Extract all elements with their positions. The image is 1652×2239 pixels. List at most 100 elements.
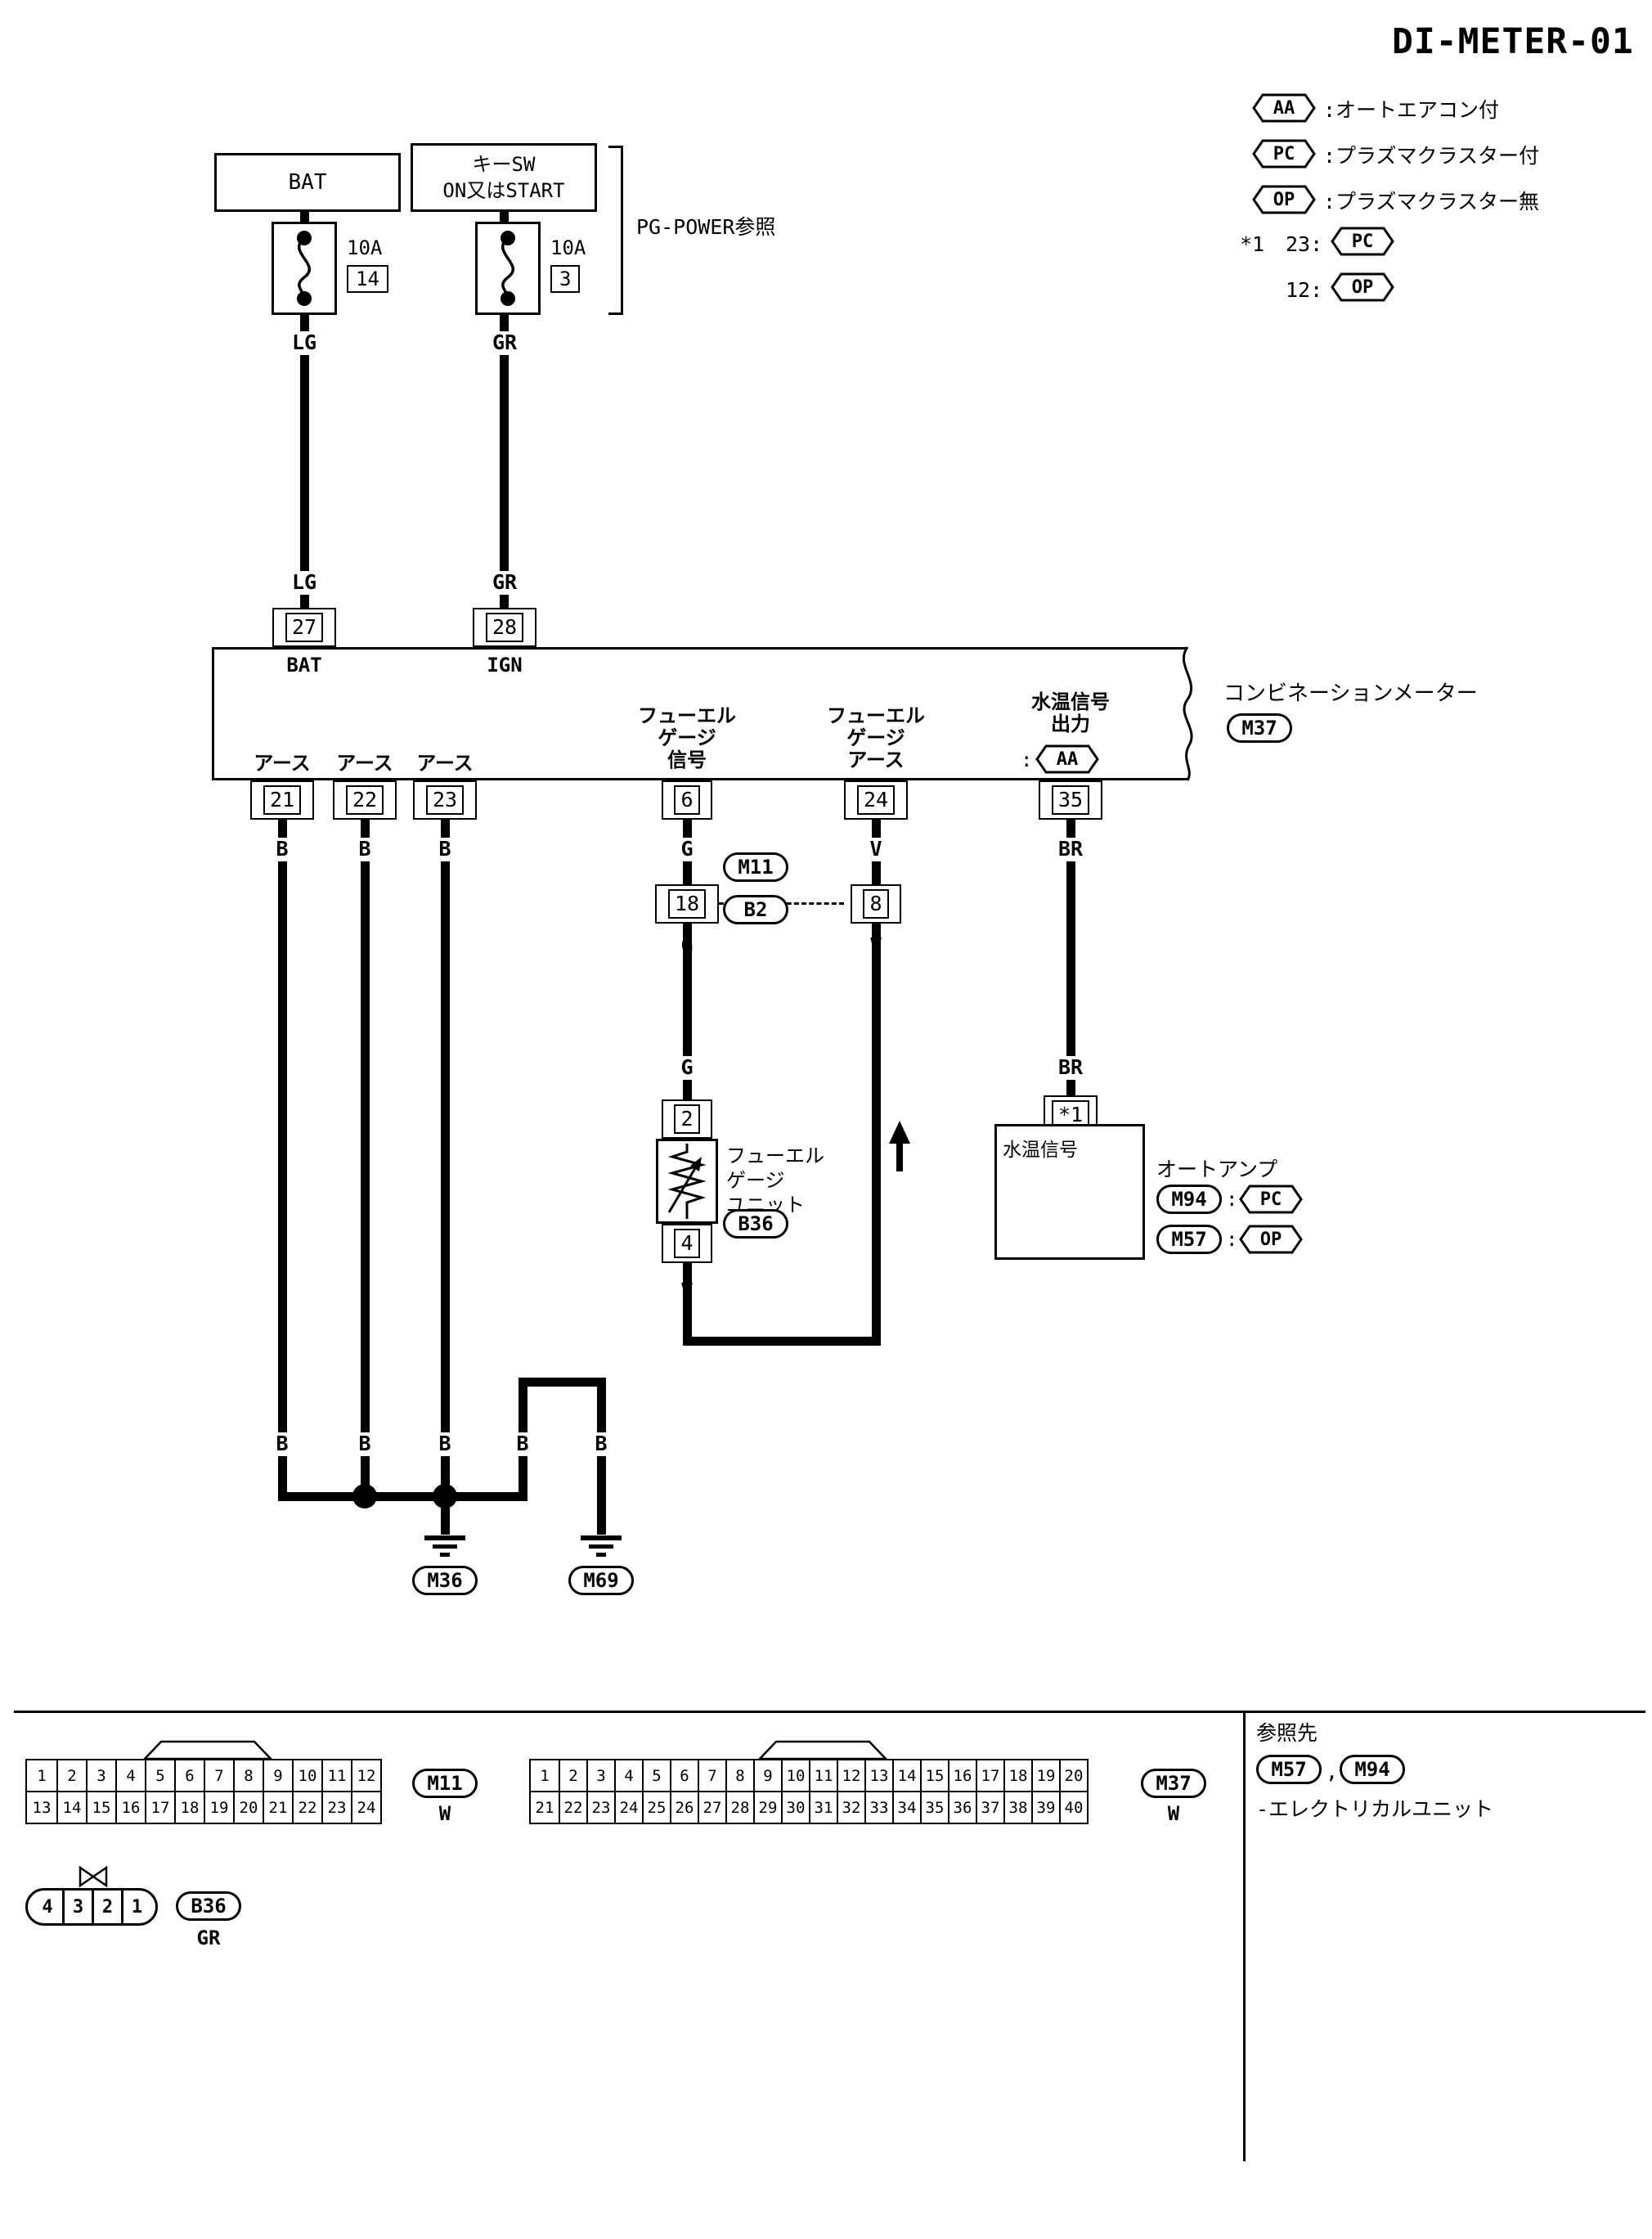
connector-m37-cell: 9 xyxy=(753,1760,781,1791)
connector-m11-cell: 20 xyxy=(233,1792,263,1823)
connector-m37-cell: 7 xyxy=(698,1760,725,1791)
legend-note1-tag-icon: PC xyxy=(1331,227,1394,256)
wire-color-g-above-2: G xyxy=(676,1055,698,1080)
connector-m11-cell: 8 xyxy=(233,1760,263,1791)
key-switch-label-line2: ON又はSTART xyxy=(442,179,565,202)
wire-color-br-35: BR xyxy=(1053,837,1088,861)
connector-ref-b2: B2 xyxy=(723,895,788,924)
fuel-unit-name-line2: ゲージ xyxy=(726,1169,785,1192)
connector-m37-cell: 8 xyxy=(725,1760,753,1791)
pin-6: 6 xyxy=(662,780,712,820)
fuse-3-icon xyxy=(475,222,541,315)
pg-power-reference: PG-POWER参照 xyxy=(636,215,776,239)
option-tag-aa-icon: AA xyxy=(1252,93,1316,123)
connector-m11-cell: 12 xyxy=(351,1760,380,1791)
legend-text-op: :プラズマクラスター無 xyxy=(1323,190,1540,214)
connector-b36-cell: 3 xyxy=(62,1891,92,1923)
connector-m11-cell: 4 xyxy=(115,1760,145,1791)
reference-text: -エレクトリカルユニット xyxy=(1256,1797,1494,1821)
connector-m37-cell: 15 xyxy=(920,1760,948,1791)
wire-ign-stub xyxy=(500,209,509,224)
connector-m11-cell: 7 xyxy=(204,1760,233,1791)
pin-21: 21 xyxy=(250,780,314,820)
option-tag-op-text: OP xyxy=(1273,189,1295,210)
connector-m11-cell: 19 xyxy=(204,1792,233,1823)
connector-m11-cell: 10 xyxy=(292,1760,321,1791)
fuel-gauge-earth-line3: アース xyxy=(847,749,905,771)
connector-m11-cell: 21 xyxy=(263,1792,292,1823)
fuel-gauge-signal-line3: 信号 xyxy=(667,749,707,771)
connector-m37-cell: 24 xyxy=(614,1792,642,1823)
connector-b36-cell: 1 xyxy=(121,1891,150,1923)
pin-4: 4 xyxy=(662,1224,712,1263)
section-divider-line xyxy=(14,1711,1645,1713)
water-temp-signal-label: 水温信号 xyxy=(1003,1140,1078,1161)
wire-color-b-g5: B xyxy=(590,1432,612,1456)
connector-m37-cell: 16 xyxy=(948,1760,976,1791)
wire-color-lg-top: LG xyxy=(287,330,321,355)
connector-m11-cell: 6 xyxy=(174,1760,204,1791)
reference-comma: , xyxy=(1326,1760,1339,1783)
pin-23: 23 xyxy=(413,780,477,820)
connector-m11-cell: 18 xyxy=(174,1792,204,1823)
wire-v-bottom-link xyxy=(683,1337,881,1346)
connector-m37-cell: 10 xyxy=(781,1760,809,1791)
fuel-gauge-signal-line2: ゲージ xyxy=(658,726,716,749)
connector-m11-color: W xyxy=(438,1802,451,1825)
connector-ref-m94: M94 xyxy=(1156,1185,1222,1214)
wire-color-lg-bottom: LG xyxy=(287,570,321,595)
connector-m37-cell: 33 xyxy=(864,1792,892,1823)
page-title: DI-METER-01 xyxy=(1392,21,1634,62)
connector-m37-cell: 40 xyxy=(1059,1792,1087,1823)
wire-g-to-fuel-unit xyxy=(683,924,692,1099)
connector-m37-cell: 27 xyxy=(698,1792,725,1823)
connector-m37-cell: 2 xyxy=(559,1760,586,1791)
connector-m37-cell: 20 xyxy=(1059,1760,1087,1791)
wire-color-b-g1: B xyxy=(272,1432,293,1456)
connector-m37-cell: 34 xyxy=(892,1792,920,1823)
option-tag-pc-text: PC xyxy=(1273,143,1295,164)
connector-m11-cell: 15 xyxy=(86,1792,115,1823)
meter-box-break-icon xyxy=(1182,646,1193,781)
connector-m11-label: M11 xyxy=(412,1769,478,1798)
connector-m37-cell: 25 xyxy=(642,1792,670,1823)
key-switch-supply-box: キーSW ON又はSTART xyxy=(411,143,597,212)
auto-amp-tag-pc-icon: PC xyxy=(1239,1185,1303,1214)
connector-b36-color: GR xyxy=(196,1927,221,1949)
auto-amp-colon-2: : xyxy=(1226,1228,1238,1251)
wire-color-v-24: V xyxy=(865,837,887,861)
fuse-14-icon xyxy=(272,222,337,315)
pin-8: 8 xyxy=(851,884,901,924)
legend-note2-label: 12: xyxy=(1286,278,1323,302)
wire-v-down xyxy=(872,924,881,1346)
connector-ref-b36: B36 xyxy=(723,1209,788,1239)
connector-m37-cell: 5 xyxy=(642,1760,670,1791)
wire-ground-u-top xyxy=(518,1378,606,1387)
combination-meter-name: コンビネーションメーター xyxy=(1223,681,1478,706)
connector-m37-cell: 14 xyxy=(892,1760,920,1791)
pin-28: 28 xyxy=(473,608,536,647)
signal-direction-arrow-icon xyxy=(889,1121,910,1171)
pin-27: 27 xyxy=(272,608,336,647)
pg-power-bracket xyxy=(608,146,623,315)
wire-color-br-above-amp: BR xyxy=(1053,1055,1088,1080)
water-temp-tag-aa-text: AA xyxy=(1056,749,1079,770)
connector-b36-cell: 2 xyxy=(92,1891,121,1923)
fuel-unit-name-line1: フューエル xyxy=(726,1144,824,1167)
connector-m37-cell: 4 xyxy=(614,1760,642,1791)
wire-bat-lg xyxy=(300,313,309,609)
reference-title: 参照先 xyxy=(1256,1721,1318,1745)
connector-b36-cell: 4 xyxy=(42,1896,53,1918)
ground-ref-m69: M69 xyxy=(568,1566,634,1595)
fuse-3-number: 3 xyxy=(550,265,581,293)
connector-m37-cell: 6 xyxy=(670,1760,698,1791)
connector-m37-cell: 19 xyxy=(1031,1760,1059,1791)
earth-label-22: アース xyxy=(336,752,393,775)
water-temp-colon: : xyxy=(1021,749,1033,771)
wire-color-g-6: G xyxy=(676,837,698,861)
wire-color-b-23: B xyxy=(434,837,456,861)
connector-m11-cell: 16 xyxy=(115,1792,145,1823)
connector-m11-cell: 11 xyxy=(321,1760,351,1791)
connector-m11-latch-icon xyxy=(143,1740,272,1760)
